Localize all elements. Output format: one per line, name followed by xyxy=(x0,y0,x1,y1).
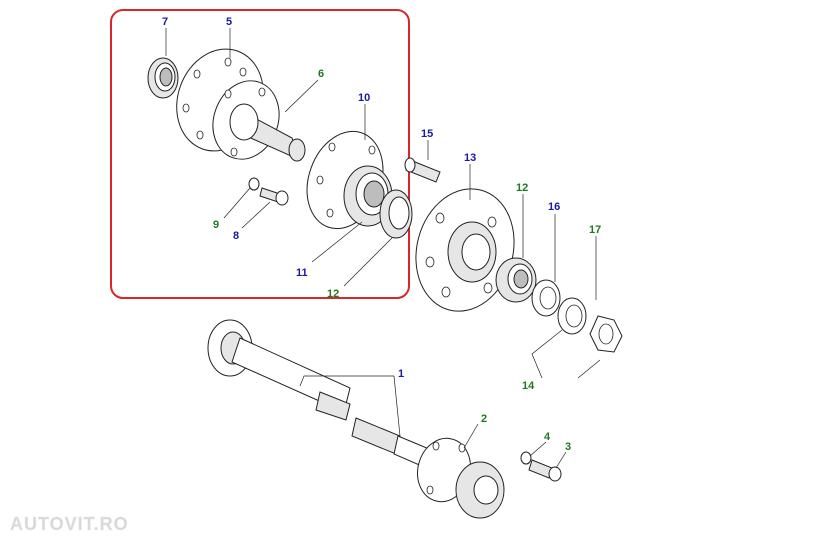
lockwasher-part-17 xyxy=(557,297,587,335)
washer-part-16 xyxy=(531,279,561,317)
label-5: 5 xyxy=(226,16,232,28)
stud-part-15 xyxy=(404,157,441,183)
bolt-part-3 xyxy=(528,459,562,482)
bearing-part-12-right xyxy=(495,257,537,303)
label-11: 11 xyxy=(296,267,308,279)
label-2: 2 xyxy=(481,413,487,425)
label-12-bottom: 12 xyxy=(327,288,339,300)
label-12-top: 12 xyxy=(516,182,528,194)
hub-part-13 xyxy=(415,188,515,312)
flange-part-2 xyxy=(417,437,505,519)
nut-part-14 xyxy=(589,315,623,353)
seal-part-12-left xyxy=(379,189,413,239)
label-3: 3 xyxy=(565,441,571,453)
washer-part-4 xyxy=(520,451,532,465)
label-10: 10 xyxy=(358,92,370,104)
label-9: 9 xyxy=(213,219,219,231)
label-14: 14 xyxy=(522,380,535,392)
label-16: 16 xyxy=(548,201,560,213)
bolt-part-8 xyxy=(259,187,289,206)
drive-shaft-part-1 xyxy=(207,319,447,475)
washer-part-9 xyxy=(248,177,260,191)
label-8: 8 xyxy=(233,230,239,242)
label-7: 7 xyxy=(162,16,168,28)
stub-axle-part-6 xyxy=(212,80,306,162)
label-17: 17 xyxy=(589,224,601,236)
label-6: 6 xyxy=(318,68,324,80)
leader-lines xyxy=(165,28,601,469)
seal-part-7 xyxy=(147,57,179,99)
label-4: 4 xyxy=(544,431,551,443)
watermark: AUTOVIT.RO xyxy=(10,514,129,534)
label-15: 15 xyxy=(421,128,433,140)
label-1: 1 xyxy=(398,368,404,380)
label-13: 13 xyxy=(464,152,476,164)
highlight-frame xyxy=(110,9,410,299)
